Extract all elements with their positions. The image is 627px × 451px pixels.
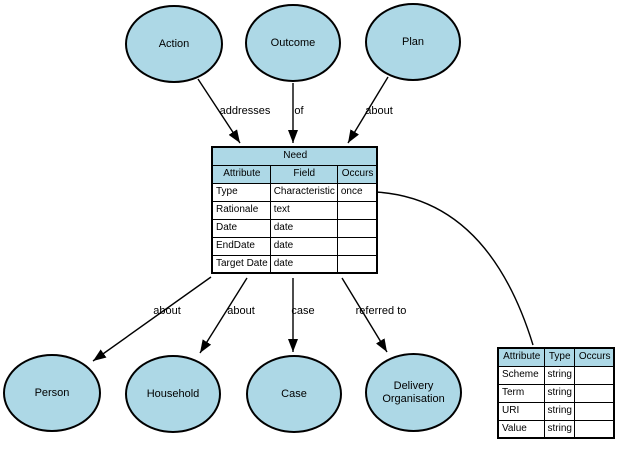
cell-occurs xyxy=(573,383,615,403)
arrow-plan-to-need xyxy=(347,76,389,144)
node-case: Case xyxy=(246,355,342,433)
cell-field: date xyxy=(269,236,338,256)
node-delivery-organisation: Delivery Organisation xyxy=(365,353,462,432)
cell-attribute: EndDate xyxy=(211,236,271,256)
curve-need-to-attribute-table xyxy=(375,191,534,346)
edge-label-about-person: about xyxy=(153,305,181,317)
node-plan: Plan xyxy=(365,3,461,81)
need-col-occurs: Occurs xyxy=(336,164,378,184)
node-outcome: Outcome xyxy=(245,4,341,82)
table-row: Rationale text xyxy=(211,200,378,220)
node-person-label: Person xyxy=(34,386,70,399)
table-row: Value string xyxy=(497,419,615,439)
cell-occurs xyxy=(336,200,378,220)
cell-occurs xyxy=(573,365,615,385)
attribute-table: Attribute Type Occurs Scheme string Term… xyxy=(497,347,616,439)
cell-field: text xyxy=(269,200,338,220)
attr-col-type: Type xyxy=(543,347,575,367)
cell-field: date xyxy=(269,218,338,238)
arrow-need-to-delivery-organisation xyxy=(341,277,388,353)
cell-type: string xyxy=(543,365,575,385)
node-person: Person xyxy=(3,354,101,432)
cell-occurs xyxy=(573,419,615,439)
table-row: Scheme string xyxy=(497,365,615,385)
need-col-field: Field xyxy=(269,164,338,184)
need-table-title: Need xyxy=(211,146,378,166)
attribute-table-header-row: Attribute Type Occurs xyxy=(497,347,615,367)
cell-attribute: Term xyxy=(497,383,545,403)
node-action: Action xyxy=(125,5,223,83)
edge-label-about-plan: about xyxy=(365,105,393,117)
attr-col-attribute: Attribute xyxy=(497,347,545,367)
cell-occurs xyxy=(336,236,378,256)
cell-occurs: once xyxy=(336,182,378,202)
need-table: Need Attribute Field Occurs Type Charact… xyxy=(211,146,379,274)
arrow-need-to-household xyxy=(199,277,248,354)
cell-occurs xyxy=(336,218,378,238)
cell-type: string xyxy=(543,401,575,421)
cell-type: string xyxy=(543,419,575,439)
cell-type: string xyxy=(543,383,575,403)
cell-attribute: Type xyxy=(211,182,271,202)
cell-attribute: Scheme xyxy=(497,365,545,385)
node-household-label: Household xyxy=(146,387,200,400)
cell-occurs xyxy=(573,401,615,421)
edge-label-addresses: addresses xyxy=(219,105,271,117)
cell-attribute: URI xyxy=(497,401,545,421)
edge-label-referred-to: referred to xyxy=(355,305,407,317)
attr-col-occurs: Occurs xyxy=(573,347,615,367)
cell-attribute: Target Date xyxy=(211,254,271,274)
cell-attribute: Date xyxy=(211,218,271,238)
table-row: Type Characteristic once xyxy=(211,182,378,202)
node-household: Household xyxy=(125,355,221,433)
node-case-label: Case xyxy=(281,387,307,400)
table-row: EndDate date xyxy=(211,236,378,256)
table-row: Term string xyxy=(497,383,615,403)
arrow-need-to-person xyxy=(92,276,212,362)
cell-attribute: Value xyxy=(497,419,545,439)
edge-label-of: of xyxy=(294,105,304,117)
table-row: Date date xyxy=(211,218,378,238)
node-delivery-organisation-label: Delivery Organisation xyxy=(382,379,445,405)
table-row: URI string xyxy=(497,401,615,421)
edge-label-case: case xyxy=(291,305,315,317)
cell-occurs xyxy=(336,254,378,274)
need-col-attribute: Attribute xyxy=(211,164,271,184)
cell-field: date xyxy=(269,254,338,274)
cell-field: Characteristic xyxy=(269,182,338,202)
node-action-label: Action xyxy=(158,37,190,50)
table-row: Target Date date xyxy=(211,254,378,274)
need-table-header-row: Attribute Field Occurs xyxy=(211,164,378,184)
node-outcome-label: Outcome xyxy=(270,36,316,49)
arrow-action-to-need xyxy=(197,78,241,144)
node-plan-label: Plan xyxy=(401,35,425,48)
edge-label-about-household: about xyxy=(227,305,255,317)
cell-attribute: Rationale xyxy=(211,200,271,220)
